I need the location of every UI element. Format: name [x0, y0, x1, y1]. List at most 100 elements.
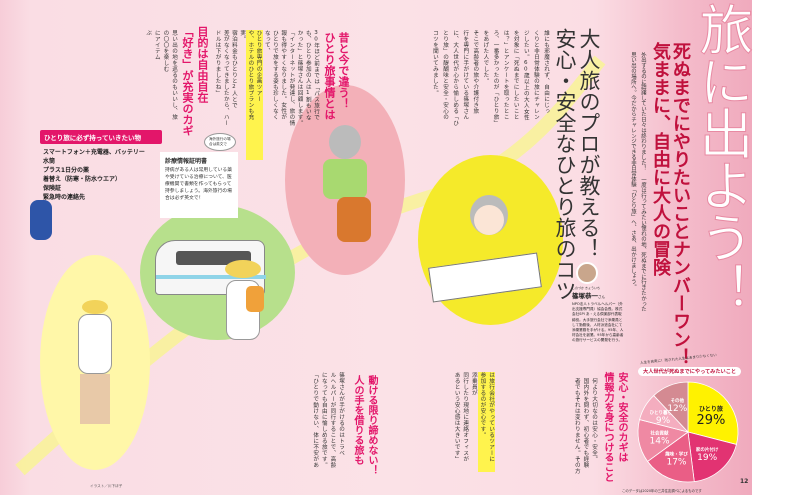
- profile-ruby: しのづか きょういち: [572, 286, 600, 290]
- section1-body: 30年ほど前までは「パス旅行でも、ひとり参加の人は1割もいなかった」と篠塚さんは…: [212, 30, 320, 160]
- pie-label: 社会貢献: [650, 429, 669, 436]
- section4-body-cont: は旅行会社がやっているツアーに参加するのが安心です。添乗員が同行したり現地に連絡…: [435, 372, 495, 472]
- body-text-column: は旅行会社がやっているツアーに: [486, 372, 495, 472]
- checklist-title: ひとり旅に必ず持っていきたい物: [40, 130, 162, 144]
- pie-slice: [687, 381, 739, 445]
- backpack-woman-illustration: [315, 125, 375, 265]
- body-text-column: を対象に「死ぬまでにしたいこと: [512, 30, 519, 120]
- pie-slice: [687, 431, 737, 483]
- backpack-icon: [30, 200, 52, 240]
- body-text-column: 「インターネットが発達し、旅の情: [288, 30, 295, 126]
- body-text-column: なって、: [263, 30, 270, 54]
- profile-bio: NPO法人トラベルヘルパー（外出支援専門員）協会会長。株式会社SPI あ・える倶…: [572, 302, 624, 343]
- body-text-column: にアイテム: [153, 30, 160, 60]
- section2-heading-1: 目的は自由自在: [196, 26, 209, 103]
- body-text-column: をあげた人でした。: [482, 30, 489, 84]
- lead-body: 誰にも邪魔されず、自由にじっくりと非日常体験の旅にチャレンジしたい。60歳以上の…: [432, 30, 550, 150]
- body-text-column: 宿泊料金もひとりと2人とで: [230, 30, 237, 109]
- body-text-column: ひとり旅専門の企画ツアー: [254, 30, 263, 160]
- body-text-column: 何より大切なのは安心・安全。: [591, 378, 597, 462]
- pie-value: 29%: [696, 413, 725, 428]
- pie-slice: [653, 381, 689, 434]
- section3-heading-2: 人の手を借りる旅も: [352, 375, 363, 465]
- pie-slice: [646, 431, 695, 483]
- body-text-column: 誰にも邪魔されず、自由にじっ: [543, 30, 549, 114]
- checklist-items: スマートフォン＋充電器、バッテリー水筒プラス1日分の薬着替え（防寒・防水ウエア）…: [40, 148, 162, 202]
- chart-source: このデータは2020年の三井住友調べによるものです: [622, 489, 702, 493]
- section2-body: 思い出の地を巡るのもいいし、旅の〇〇を楽しむにアイテムぶ: [145, 30, 178, 130]
- pie-label: ひとり暮らし: [650, 409, 677, 416]
- section3-body: 篠塚さんが手がけるのはトラベルヘルパーが同行することで、高齢になっても自由に愉し…: [285, 372, 345, 482]
- profile-suffix: さん: [598, 295, 605, 299]
- body-text-column: 行を専門に手がけている篠塚さん: [462, 30, 469, 120]
- body-text-column: 差がなくなってきましたから、ハー: [222, 30, 229, 126]
- pie-value: 14%: [650, 436, 670, 446]
- body-text-column: 添乗員が: [470, 372, 477, 396]
- intro-line-2: 思い出の場所へ。今だからチャレンジできる非日常体験「ひとり旅」へ、さあ、出かけま…: [630, 52, 636, 290]
- body-text-column: あるという安心感は大きいです」: [453, 372, 460, 462]
- body-text-column: かった」と篠塚さんは回顧します。: [296, 30, 303, 126]
- body-text-column: ルヘルパーが同行することで、高齢: [329, 372, 336, 468]
- profile-name: 篠塚恭一: [572, 292, 598, 300]
- body-text-column: コツを聞いてみました。: [431, 30, 438, 96]
- body-text-column: 国内外を問わず、初心者でも経験: [582, 378, 589, 468]
- pie-chart: ひとり旅29%家の片付け19%趣味・学び17%社会貢献14%ひとり暮らし9%その…: [637, 381, 739, 483]
- medical-note-box: 診療情報証明書 持病がある人は常用している薬や受けている治療について、医療機関で…: [160, 152, 238, 218]
- thinking-woman-illustration: [428, 195, 542, 305]
- body-text-column: 報も得やすくなりました。女性が: [280, 30, 287, 120]
- body-text-column: 「ひとりで動けない、体に不安があ: [312, 372, 319, 468]
- section2-heading-2: 「好き」が充実のカギ: [181, 26, 194, 136]
- body-text-column: ジしたい。60歳以上の大人女性: [522, 30, 529, 121]
- body-text-column: とり旅」の醍醐味と安全・安心の: [442, 30, 449, 120]
- page-number: 12: [740, 478, 749, 485]
- checklist-item: 着替え（防寒・防水ウエア）: [43, 176, 122, 183]
- section4-heading-2: 情報力を身につけること: [602, 372, 613, 482]
- body-text-column: ろ、一番多かったのが「ひとり旅」: [492, 30, 499, 126]
- body-text-column: になっても自由に愉しめる旅です。: [320, 372, 327, 468]
- speech-bubble: 海外旅行の場合は英文で: [204, 133, 236, 151]
- body-text-column: や、ホテルのひとり旅プランも充: [246, 30, 255, 160]
- section3-heading-1: 動ける限り諦めない！: [366, 375, 377, 475]
- subtitle-line-1: 死ぬまでにやりたいことナンバーワン！: [670, 42, 691, 366]
- medical-note-title: 診療情報証明書: [165, 158, 208, 165]
- pie-value: 9%: [656, 416, 671, 426]
- section4-heading-1: 安心・安全のカギは: [616, 372, 627, 462]
- section1-heading-2: ひとり旅事情とは: [323, 32, 336, 120]
- pie-value: 17%: [666, 458, 686, 468]
- body-text-column: 実。: [239, 30, 246, 42]
- body-text-column: に、大人世代が心から愉しめる「ひ: [452, 30, 459, 126]
- checklist-item: 保険証: [43, 185, 62, 192]
- pie-label: 家の片付け: [696, 446, 719, 453]
- body-text-column: も、ひとり参加の人は1割もいな: [304, 30, 311, 121]
- medical-note-body: 持病がある人は常用している薬や受けている治療について、医療機関で書類を作ってもら…: [165, 168, 233, 201]
- profile: しのづか きょういち 篠塚恭一さん NPO法人トラベルヘルパー（外出支援専門員）…: [572, 262, 624, 362]
- subtitle-line-2: 気ままに、自由に大人の冒険: [650, 42, 671, 276]
- body-text-column: 篠塚さんが手がけるのはトラベ: [338, 372, 344, 456]
- body-text-column: は？」とアンケートを取ったとこ: [502, 30, 509, 120]
- body-text-column: 思い出の地を巡るのもいいし、旅: [171, 30, 177, 120]
- checklist-item: スマートフォン＋充電器、バッテリー: [43, 149, 145, 156]
- pie-label: ひとり旅: [699, 405, 723, 413]
- body-text-column: 者でもそれは変わりません。その方: [573, 378, 580, 474]
- body-text-column: 参加するのが安心です。: [477, 372, 487, 472]
- headline-line-1: 大人旅のプロが教える！: [577, 28, 601, 259]
- pie-label: その他: [671, 397, 685, 404]
- body-text-column: くりと非日常体験の旅にチャレン: [532, 30, 539, 120]
- illustration-credit: イラスト／川下ほ子: [90, 484, 123, 488]
- hiker-illustration: [70, 300, 120, 440]
- intro-line-1: 外出するのに躊躇していた日々は終わりました！ 一度は行ってみたい憧れの地、死ぬま…: [640, 52, 646, 312]
- checklist-item: プラス1日分の薬: [43, 167, 90, 174]
- body-text-column: 同行したり現地に連絡オフィスが: [462, 372, 469, 462]
- pie-label: 趣味・学び: [664, 451, 688, 458]
- checklist-box: ひとり旅に必ず持っていきたい物 スマートフォン＋充電器、バッテリー水筒プラス1日…: [40, 130, 162, 218]
- headline-line-2: 安心・安全なひとり旅のコツ: [553, 28, 577, 301]
- pie-value: 12%: [667, 404, 687, 414]
- section1-heading-1: 昔と今で違う！: [337, 32, 350, 109]
- page-title: 旅に出よう！: [690, 2, 754, 315]
- profile-photo: [576, 262, 598, 284]
- section4-body: 何より大切なのは安心・安全。国内外を問わず、初心者でも経験者でもそれは変わりませ…: [560, 378, 598, 478]
- checklist-item: 緊急時の連絡先: [43, 194, 86, 201]
- checklist-item: 水筒: [43, 158, 56, 165]
- chart-title: 大人世代が死ぬまでにやってみたいこと: [638, 367, 742, 376]
- body-text-column: 30年ほど前までは「パス旅行で: [313, 30, 319, 121]
